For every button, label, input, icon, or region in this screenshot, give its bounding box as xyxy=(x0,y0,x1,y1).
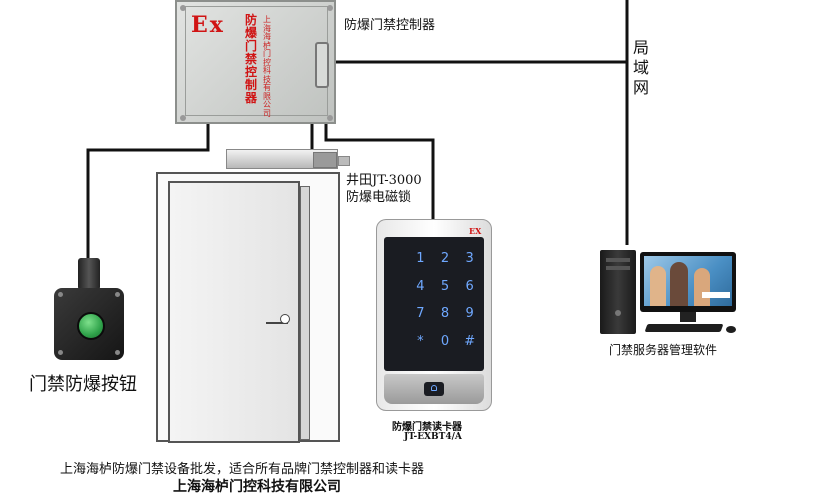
maglock-armature xyxy=(313,152,337,168)
controller-panel-text: 防爆门禁控制器 xyxy=(245,13,258,105)
reader-key[interactable]: * xyxy=(417,333,424,349)
card-reader: EX 1 2 3 4 5 6 7 8 9 * 0 # xyxy=(376,219,492,411)
controller-enclosure: Ex 防爆门禁控制器 上海海栌门控科技有限公司 xyxy=(175,0,336,124)
reader-key[interactable]: 6 xyxy=(465,278,474,294)
button-wire xyxy=(86,124,210,264)
controller-bolt xyxy=(327,115,333,121)
reader-key[interactable]: 3 xyxy=(465,251,474,266)
footer-line2: 上海海栌门控科技有限公司 xyxy=(173,479,341,495)
push-button-icon xyxy=(54,258,124,362)
monitor-icon xyxy=(640,252,736,312)
monitor-stand xyxy=(680,312,696,322)
door-edge xyxy=(300,186,310,440)
controller-bolt xyxy=(180,5,186,11)
reader-wire xyxy=(324,120,435,222)
controller-bolt xyxy=(180,115,186,121)
reader-keypad: 1 2 3 4 5 6 7 8 9 * 0 # xyxy=(384,237,484,371)
maglock-bracket xyxy=(338,156,350,166)
green-button xyxy=(77,312,105,340)
reader-model: JT-EXBT4/A xyxy=(404,432,462,442)
lan-label: 局域网 xyxy=(633,38,650,97)
maglock-body xyxy=(226,149,338,169)
mouse-icon xyxy=(726,326,736,333)
reader-key[interactable]: 5 xyxy=(440,278,450,294)
reader-key[interactable]: 8 xyxy=(440,306,450,321)
reader-key[interactable]: # xyxy=(464,333,476,349)
maglock-label-line1: 井田JT-3000 xyxy=(346,173,422,188)
keyboard-icon xyxy=(644,324,724,332)
reader-card-area xyxy=(384,374,484,404)
reader-key[interactable]: 1 xyxy=(416,251,425,266)
door-leaf xyxy=(168,181,300,443)
reader-caption: 防爆门禁读卡器 xyxy=(392,422,462,433)
reader-key[interactable]: 4 xyxy=(416,278,425,294)
button-label: 门禁防爆按钮 xyxy=(29,374,137,395)
reader-key[interactable]: 9 xyxy=(465,306,474,321)
reader-ex-mark: EX xyxy=(469,226,482,236)
controller-ex-mark: Ex xyxy=(191,12,225,38)
maglock-label-line2: 防爆电磁锁 xyxy=(346,190,412,205)
reader-key[interactable]: 7 xyxy=(416,306,425,321)
bell-icon xyxy=(424,382,444,396)
server-label: 门禁服务器管理软件 xyxy=(609,343,718,357)
door-handle-icon xyxy=(266,314,290,324)
controller-panel-subtext: 上海海栌门控科技有限公司 xyxy=(263,15,271,118)
footer-line1: 上海海栌防爆门禁设备批发，适合所有品牌门禁控制器和读卡器 xyxy=(60,462,425,477)
pc-tower-icon xyxy=(600,250,636,334)
monitor-screen xyxy=(644,256,732,306)
reader-key[interactable]: 2 xyxy=(440,251,450,266)
controller-bolt xyxy=(327,5,333,11)
controller-handle xyxy=(315,42,329,88)
reader-key[interactable]: 0 xyxy=(440,333,450,349)
controller-label: 防爆门禁控制器 xyxy=(344,18,436,33)
